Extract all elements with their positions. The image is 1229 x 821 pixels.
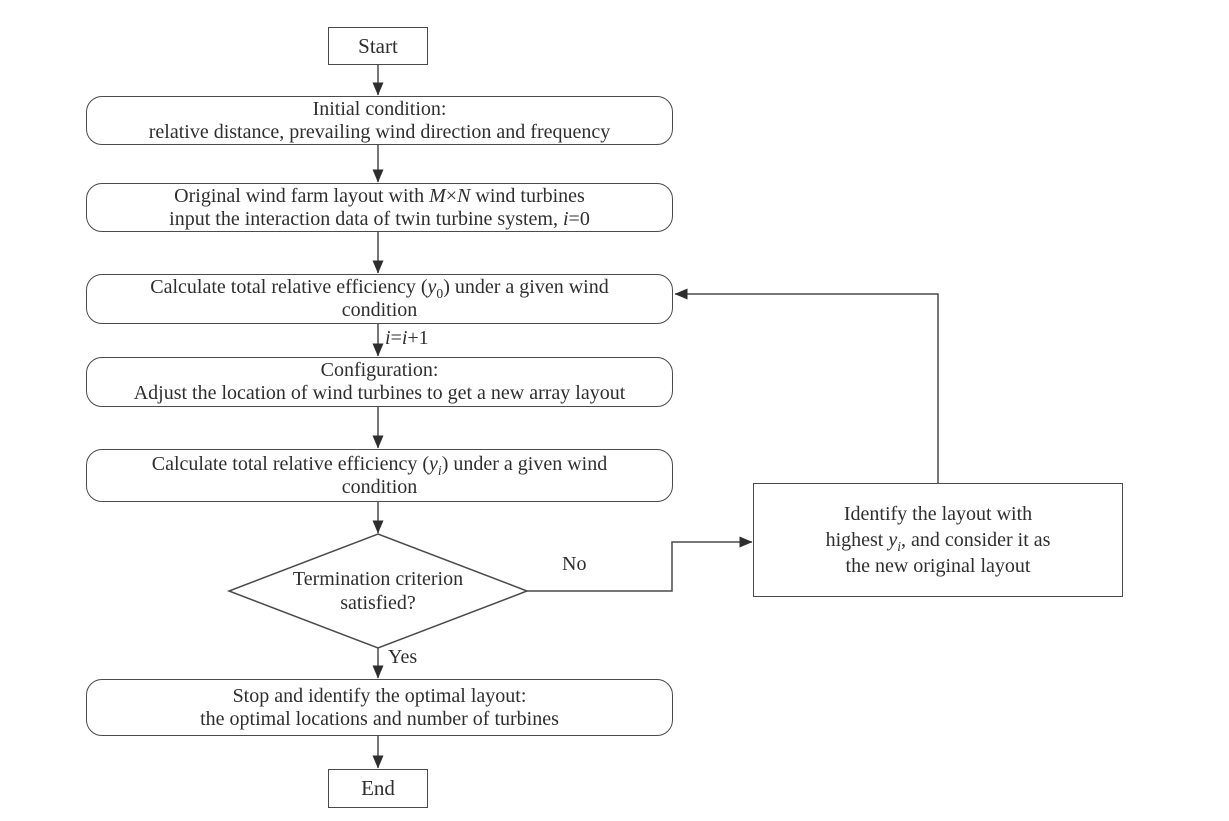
stop-identify-optimal-line1: Stop and identify the optimal layout:: [232, 684, 527, 707]
initial-condition-line1: Initial condition:: [312, 97, 447, 120]
calc-efficiency-yi-node: Calculate total relative efficiency (yi)…: [86, 449, 673, 502]
stop-identify-optimal-node: Stop and identify the optimal layout: th…: [86, 679, 673, 736]
original-layout-line1: Original wind farm layout with M×N wind …: [174, 184, 585, 207]
initial-condition-node: Initial condition: relative distance, pr…: [86, 96, 673, 145]
end-label: End: [361, 776, 395, 800]
iteration-edge-label: i=i+1: [385, 327, 429, 349]
original-layout-line2: input the interaction data of twin turbi…: [169, 207, 590, 230]
configuration-line2: Adjust the location of wind turbines to …: [133, 382, 626, 404]
calc-efficiency-yi-line2: condition: [341, 475, 418, 498]
calc-efficiency-y0-line2: condition: [341, 299, 418, 321]
identify-layout-line2: highest yi, and consider it as: [825, 529, 1051, 554]
termination-decision-line2: satisfied?: [340, 592, 416, 614]
identify-layout-line1: Identify the layout with: [843, 503, 1033, 525]
original-layout-node: Original wind farm layout with M×N wind …: [86, 183, 673, 232]
termination-decision-line1: Termination criterion: [292, 568, 464, 590]
initial-condition-line2: relative distance, prevailing wind direc…: [148, 120, 611, 143]
no-edge-label: No: [562, 553, 587, 575]
calc-efficiency-yi-line1: Calculate total relative efficiency (yi)…: [151, 452, 608, 478]
arrow-no-branch-to-identify: [527, 536, 753, 592]
configuration-line1: Configuration:: [320, 359, 439, 381]
identify-layout-node: Identify the layout with highest yi, and…: [753, 483, 1123, 597]
termination-decision-text: Termination criterion satisfied?: [248, 566, 508, 616]
calc-efficiency-y0-node: Calculate total relative efficiency (y0)…: [86, 274, 673, 324]
decision-diamond-shape: [226, 533, 530, 649]
identify-layout-line3: the new original layout: [845, 555, 1031, 577]
start-label: Start: [358, 33, 398, 58]
arrow-identify-loop-to-calc-y0: [674, 288, 939, 483]
start-node: Start: [328, 27, 428, 65]
end-node: End: [328, 769, 428, 808]
calc-efficiency-y0-line1: Calculate total relative efficiency (y0)…: [150, 276, 609, 301]
stop-identify-optimal-line2: the optimal locations and number of turb…: [200, 707, 559, 730]
configuration-node: Configuration: Adjust the location of wi…: [86, 357, 673, 407]
yes-edge-label: Yes: [388, 646, 418, 668]
